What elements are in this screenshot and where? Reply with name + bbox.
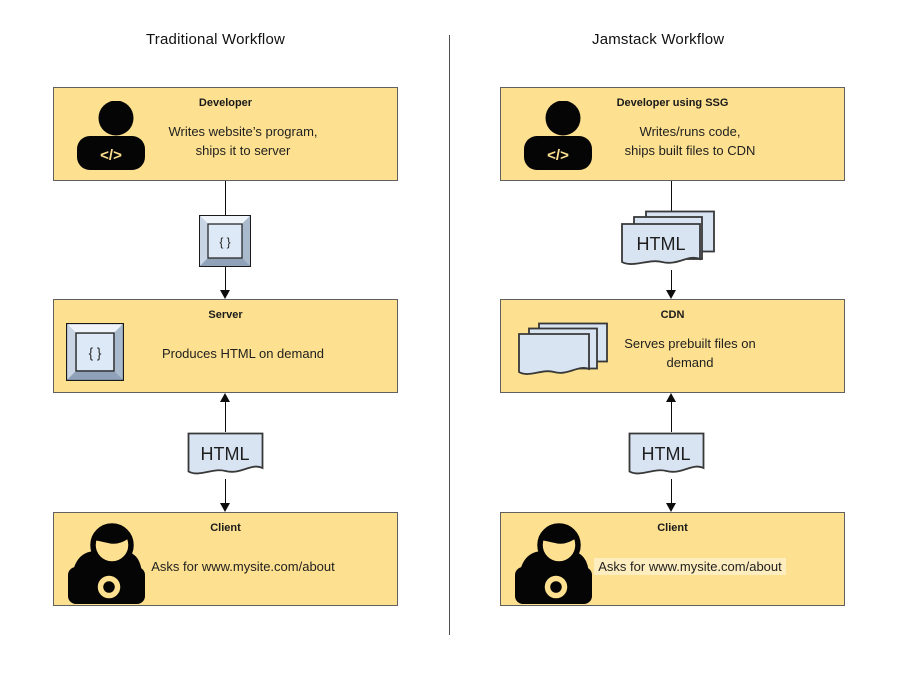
developer-box: Developer Writes website’s program, ship…: [53, 87, 398, 181]
server-box-title: Server: [208, 309, 243, 321]
left-column-title: Traditional Workflow: [146, 31, 286, 48]
cdn-box-title: CDN: [660, 309, 685, 321]
developer-box-text: Writes website’s program, ships it to se…: [168, 124, 318, 158]
arrow-html-to-server: [224, 402, 226, 432]
html-document-label-right: HTML: [642, 444, 691, 464]
html-stack-icon: HTML: [621, 210, 715, 265]
developer-ssg-box-title: Developer using SSG: [616, 97, 729, 109]
html-stack-label: HTML: [637, 234, 686, 254]
client-box-right-text: Asks for www.mysite.com/about: [536, 557, 844, 576]
cdn-box-text: Serves prebuilt files on demand: [624, 336, 756, 370]
developer-ssg-icon: </>: [524, 101, 592, 170]
html-document-icon: HTML: [187, 432, 264, 475]
right-column-title: Jamstack Workflow: [592, 31, 725, 48]
developer-ssg-box: Developer using SSG Writes/runs code, sh…: [500, 87, 845, 181]
arrow-html-to-client: [224, 479, 226, 504]
developer-icon: </>: [77, 101, 145, 170]
server-keycap-glyph: { }: [89, 346, 102, 361]
arrow-developer-to-code: [224, 181, 226, 215]
client-box-right: Client Asks for www.mysite.com/about: [500, 512, 845, 606]
arrow-html-to-cdn: [670, 402, 672, 432]
server-box: Server Produces HTML on demand { }: [53, 299, 398, 393]
code-keycap-icon: { }: [199, 215, 251, 267]
html-document-label: HTML: [201, 444, 250, 464]
developer-ssg-box-text: Writes/runs code, ships built files to C…: [624, 124, 756, 158]
client-icon: [68, 523, 145, 604]
keycap-glyph: { }: [219, 235, 230, 249]
client-box-text: Asks for www.mysite.com/about: [151, 559, 335, 574]
client-icon-right: [515, 523, 592, 604]
arrow-code-to-server: [224, 267, 226, 291]
arrow-html-to-client-right: [670, 479, 672, 504]
cdn-files-icon: [518, 322, 608, 375]
cdn-box: CDN Serves prebuilt files on demand: [500, 299, 845, 393]
server-box-text: Produces HTML on demand: [161, 346, 325, 361]
client-box: Client Asks for www.mysite.com/about: [53, 512, 398, 606]
developer-code-glyph: </>: [100, 147, 122, 164]
column-divider: [449, 35, 450, 635]
developer-box-title: Developer: [198, 97, 253, 109]
arrow-files-to-cdn: [670, 270, 672, 291]
html-document-icon-right: HTML: [628, 432, 705, 475]
client-box-right-title: Client: [657, 522, 688, 534]
arrow-developer-to-files: [670, 181, 672, 212]
client-box-title: Client: [210, 522, 241, 534]
developer-ssg-code-glyph: </>: [547, 147, 569, 164]
server-keycap-icon: { }: [66, 323, 124, 381]
